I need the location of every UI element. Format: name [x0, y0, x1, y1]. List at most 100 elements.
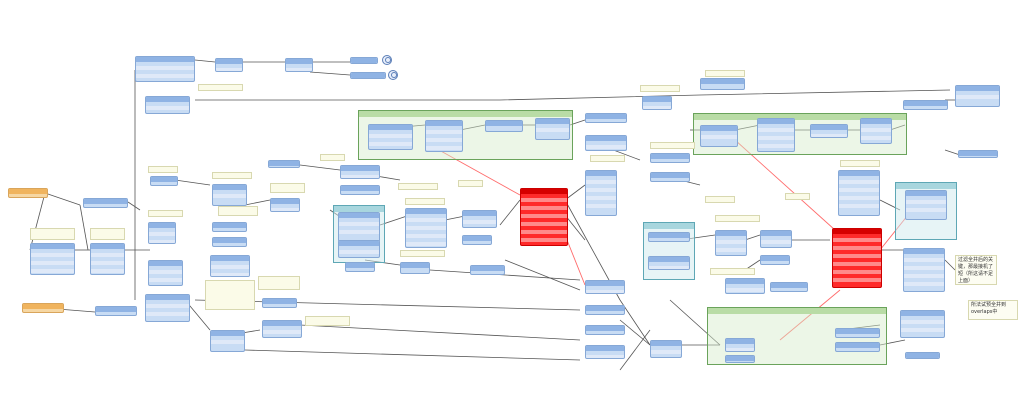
transformer[interactable]	[835, 328, 880, 338]
annotation	[458, 180, 483, 187]
transformer[interactable]	[268, 160, 300, 168]
transformer[interactable]	[903, 100, 948, 110]
transformer[interactable]	[955, 85, 1000, 107]
annotation	[218, 206, 258, 216]
bookmark-group-4[interactable]	[643, 222, 695, 280]
annotation	[705, 196, 735, 203]
inspector-icon[interactable]	[382, 55, 392, 65]
transformer[interactable]	[725, 278, 765, 294]
reader-feature-type-2[interactable]	[22, 303, 64, 313]
transformer[interactable]	[905, 190, 947, 220]
transformer[interactable]	[860, 118, 892, 144]
transformer[interactable]	[585, 280, 625, 294]
transformer[interactable]	[148, 260, 183, 286]
transformer[interactable]	[95, 306, 137, 316]
transformer[interactable]	[462, 235, 492, 245]
transformer[interactable]	[145, 294, 190, 322]
transformer[interactable]	[470, 265, 505, 275]
transformer[interactable]	[262, 298, 297, 308]
transformer[interactable]	[835, 342, 880, 352]
transformer[interactable]	[650, 340, 682, 358]
transformer[interactable]	[270, 198, 300, 212]
annotation	[148, 166, 178, 173]
transformer[interactable]	[215, 58, 243, 72]
transformer[interactable]	[345, 262, 375, 272]
transformer-selected[interactable]	[832, 228, 882, 288]
transformer[interactable]	[135, 56, 195, 82]
annotation	[258, 276, 300, 290]
transformer[interactable]	[350, 57, 378, 64]
transformer[interactable]	[757, 118, 795, 152]
transformer[interactable]	[485, 120, 523, 132]
transformer[interactable]	[350, 72, 386, 79]
annotation	[785, 193, 810, 200]
transformer[interactable]	[648, 256, 690, 270]
inspector-icon[interactable]	[388, 70, 398, 80]
transformer[interactable]	[90, 243, 125, 275]
annotation	[840, 160, 880, 167]
transformer[interactable]	[650, 172, 690, 182]
transformer[interactable]	[210, 255, 250, 277]
bookmark-header[interactable]	[359, 111, 572, 117]
transformer[interactable]	[83, 198, 128, 208]
reader-feature-type-1[interactable]	[8, 188, 48, 198]
annotation	[590, 155, 625, 162]
transformer[interactable]	[838, 170, 880, 216]
transformer[interactable]	[760, 255, 790, 265]
annotation-note: 过滤全并后的关键，那最接机了短（所这请不足上面）	[955, 255, 997, 285]
transformer[interactable]	[340, 165, 380, 179]
transformer[interactable]	[905, 352, 940, 359]
transformer[interactable]	[770, 282, 808, 292]
bookmark-header[interactable]	[694, 114, 906, 120]
transformer[interactable]	[405, 208, 447, 248]
transformer[interactable]	[30, 243, 75, 275]
transformer[interactable]	[900, 310, 945, 338]
transformer[interactable]	[400, 262, 430, 274]
transformer[interactable]	[150, 176, 178, 186]
transformer[interactable]	[700, 125, 738, 147]
transformer[interactable]	[725, 338, 755, 352]
transformer[interactable]	[535, 118, 570, 140]
transformer[interactable]	[285, 58, 313, 72]
transformer[interactable]	[700, 78, 745, 90]
transformer-selected[interactable]	[520, 188, 568, 246]
transformer[interactable]	[338, 212, 380, 242]
transformer[interactable]	[810, 124, 848, 138]
transformer[interactable]	[368, 124, 413, 150]
transformer[interactable]	[585, 305, 625, 315]
transformer[interactable]	[958, 150, 998, 158]
transformer[interactable]	[340, 185, 380, 195]
transformer[interactable]	[212, 184, 247, 206]
transformer[interactable]	[338, 240, 380, 258]
transformer[interactable]	[262, 320, 302, 338]
transformer[interactable]	[903, 248, 945, 292]
transformer[interactable]	[715, 230, 747, 256]
annotation	[715, 215, 760, 222]
transformer[interactable]	[760, 230, 792, 248]
transformer[interactable]	[212, 222, 247, 232]
transformer[interactable]	[425, 120, 463, 152]
transformer[interactable]	[648, 232, 690, 242]
annotation	[305, 316, 350, 326]
transformer[interactable]	[585, 135, 627, 151]
annotation	[405, 198, 445, 205]
transformer[interactable]	[585, 113, 627, 123]
annotation	[270, 183, 305, 193]
annotation-note: 所法试预全并到overlaps中	[968, 300, 1018, 320]
transformer[interactable]	[725, 355, 755, 363]
transformer[interactable]	[650, 153, 690, 163]
bookmark-header[interactable]	[644, 223, 694, 229]
transformer[interactable]	[212, 237, 247, 247]
bookmark-header[interactable]	[334, 206, 384, 212]
bookmark-header[interactable]	[896, 183, 956, 189]
transformer[interactable]	[148, 222, 176, 244]
bookmark-header[interactable]	[708, 308, 886, 314]
transformer[interactable]	[585, 170, 617, 216]
transformer[interactable]	[145, 96, 190, 114]
transformer[interactable]	[462, 210, 497, 228]
transformer[interactable]	[585, 345, 625, 359]
transformer[interactable]	[585, 325, 625, 335]
transformer[interactable]	[642, 96, 672, 110]
transformer[interactable]	[210, 330, 245, 352]
